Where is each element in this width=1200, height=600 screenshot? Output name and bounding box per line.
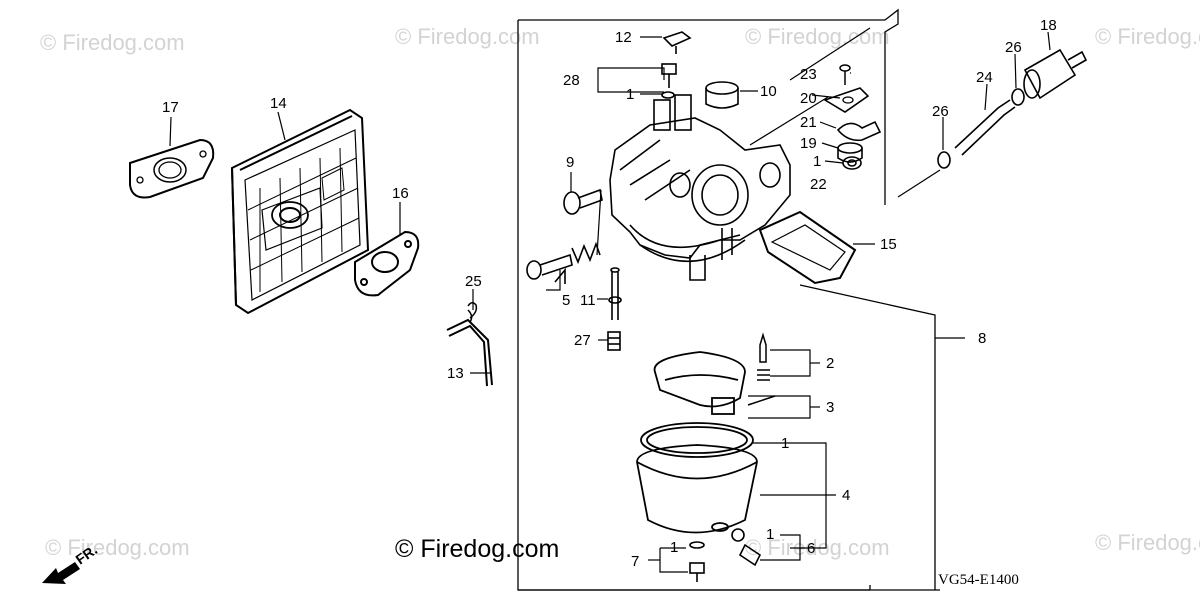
insulator-plate-14 [230, 108, 370, 315]
watermark: © Firedog.com [45, 535, 190, 560]
callout-15: 15 [880, 236, 897, 253]
throttle-stop-screw-5 [526, 241, 601, 284]
callout-1c: 1 [670, 539, 678, 556]
callout-3: 3 [826, 399, 834, 416]
front-label: FR. [73, 541, 101, 567]
callout-12: 12 [615, 29, 632, 46]
callout-26b: 26 [1005, 39, 1022, 56]
callout-27: 27 [574, 332, 591, 349]
fuel-line-24 [954, 99, 1016, 156]
callout-7: 7 [631, 553, 639, 570]
float-valve-2 [757, 332, 770, 381]
callout-21: 21 [800, 114, 817, 131]
clip-25 [467, 302, 478, 319]
cap-10 [705, 81, 739, 109]
leader-line [799, 284, 936, 590]
gasket-17 [129, 138, 215, 199]
washer-22 [842, 156, 862, 170]
main-jet-11 [608, 267, 622, 320]
callout-20: 20 [800, 90, 817, 107]
lever-plate-20-hole [842, 96, 854, 104]
callout-1b: 1 [781, 435, 789, 452]
leader-lines [169, 27, 1051, 573]
callout-16: 16 [392, 185, 409, 202]
carburetor-body [609, 94, 791, 281]
callout-18: 18 [1040, 17, 1057, 34]
gasket-16 [354, 230, 420, 297]
callout-11: 11 [580, 292, 596, 309]
callout-8: 8 [978, 330, 986, 347]
float-bowl-4 [636, 422, 758, 534]
watermark-main: © Firedog.com [395, 535, 560, 563]
callout-1a: 1 [626, 86, 634, 103]
drain-bolt-6 [731, 528, 762, 567]
float-3 [653, 351, 776, 415]
callout-22: 22 [810, 176, 827, 193]
callout-5: 5 [562, 292, 570, 309]
callout-4: 4 [842, 487, 850, 504]
assembly-boundary [517, 8, 899, 591]
watermark: © Firedog.com [395, 24, 540, 49]
callout-17: 17 [162, 99, 179, 116]
callout-10: 10 [760, 83, 777, 100]
callout-26a: 26 [932, 103, 949, 120]
front-arrow-icon: FR. [42, 541, 100, 584]
clip-26 [937, 88, 1025, 169]
fuel-filter-18 [1023, 48, 1088, 100]
screw-23 [839, 64, 851, 85]
callout-6: 6 [807, 540, 815, 557]
callout-25: 25 [465, 273, 482, 290]
lever-plate-20 [823, 87, 870, 113]
callout-24: 24 [976, 69, 993, 86]
diagram-code: VG54-E1400 [938, 572, 1019, 588]
watermark: © Firedog.com [40, 30, 185, 55]
callout-1e: 1 [813, 153, 821, 170]
jet-27 [607, 331, 621, 351]
screw-28 [661, 63, 677, 99]
callout-13: 13 [447, 365, 464, 382]
watermark: © Firedog.com [745, 24, 890, 49]
callout-19: 19 [800, 135, 817, 152]
gasket-15 [758, 210, 857, 285]
callout-14: 14 [270, 95, 287, 112]
lever-21 [836, 120, 882, 142]
callout-9: 9 [566, 154, 574, 171]
callout-1d: 1 [766, 526, 774, 543]
callout-28: 28 [563, 72, 580, 89]
watermark: © Firedog.com [1095, 24, 1200, 49]
pilot-screw-9 [563, 188, 603, 215]
callout-23: 23 [800, 66, 817, 83]
drain-bolt-7 [689, 541, 705, 582]
screw-12 [662, 31, 692, 54]
watermark: © Firedog.com [1095, 530, 1200, 555]
callout-2: 2 [826, 355, 834, 372]
